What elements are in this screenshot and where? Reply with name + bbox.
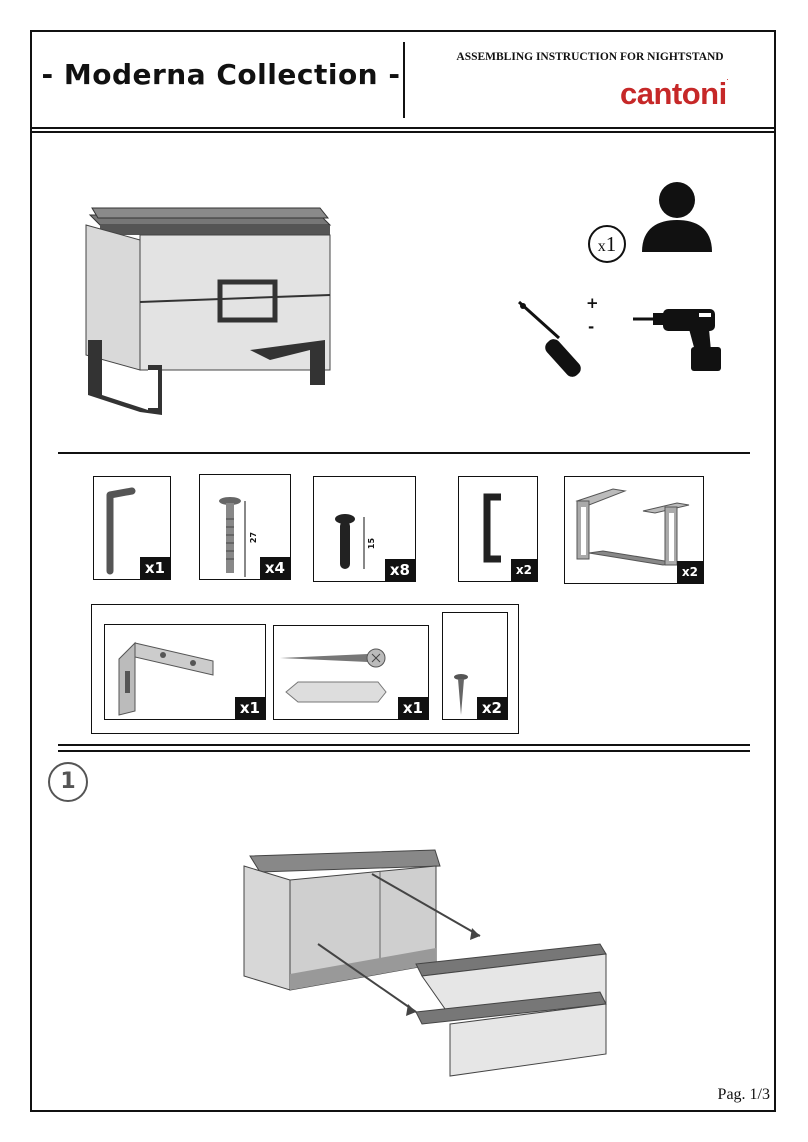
screw-anchor-icon [280,648,387,703]
header-divider [403,42,405,118]
quantity-badge: x1 [234,697,265,719]
brand-mark: . [726,76,729,82]
allen-key-icon [106,487,136,575]
quantity-badge: x2 [476,697,507,719]
quantity-badge: x2 [676,561,703,583]
part-small-screw: x2 [442,612,508,720]
part-handle: x2 [458,476,538,582]
part-allen-key: x1 [93,476,171,580]
brand-logo: cantoni. [620,76,728,112]
quantity-badge: x4 [259,557,290,579]
angle-bracket-icon [118,641,214,716]
minus-sign: - [588,318,595,336]
persons-prefix: x [597,238,606,255]
quantity-badge: x1 [139,557,170,579]
drill-icon [633,309,721,371]
document-subtitle: ASSEMBLING INSTRUCTION FOR NIGHTSTAND [456,51,724,63]
section-rule-1 [58,452,750,454]
dimension-label: 27 [249,531,259,544]
part-angle-bracket: x1 [104,624,266,720]
dimension-line [244,501,246,577]
quantity-badge: x1 [397,697,428,719]
screwdriver-icon [517,300,581,377]
step-1-illustration [243,849,607,1077]
header-rule-bottom [30,131,776,133]
part-cam-dowel-15: 15 x8 [313,476,416,582]
dowel-icon [335,514,355,569]
small-screw-icon [454,674,468,715]
dimension-label: 15 [367,537,377,550]
person-icon [642,182,712,252]
persons-count-badge: x1 [588,225,626,263]
page-frame [30,30,776,1112]
part-wall-screw-anchor: x1 [273,625,429,720]
nightstand-illustration [85,207,332,415]
quantity-badge: x2 [510,559,537,581]
part-metal-leg: x2 [564,476,704,584]
section-rule-2a [58,744,750,746]
handle-icon [483,493,501,563]
quantity-badge: x8 [384,559,415,581]
brand-name: cantoni [620,76,727,111]
page-title: - Moderna Collection - [41,58,401,91]
header-rule-top [30,127,776,129]
metal-leg-icon [575,488,690,566]
bolt-icon [219,497,241,573]
step-number: 1 [48,762,88,802]
plus-sign: + [586,294,599,312]
dimension-line [363,517,365,569]
page-number: Pag. 1/3 [717,1086,770,1103]
part-bolt-27: 27 x4 [199,474,291,580]
persons-count: 1 [605,232,617,256]
section-rule-2b [58,750,750,752]
